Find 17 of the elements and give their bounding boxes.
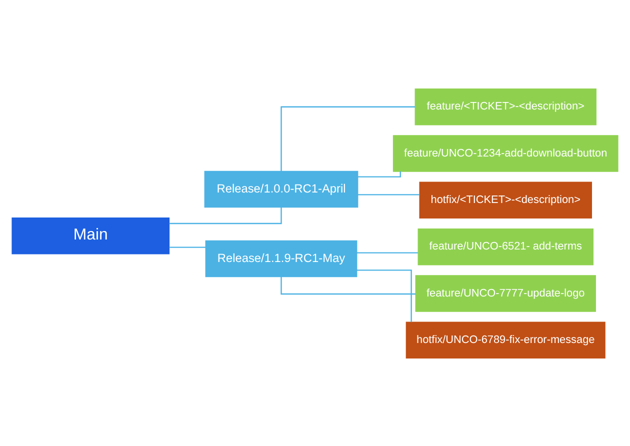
node-box: feature/UNCO-1234-add-download-button xyxy=(392,134,618,172)
connector xyxy=(169,246,206,248)
connector xyxy=(356,252,418,253)
connector xyxy=(280,276,416,294)
node-box: feature/<TICKET>-<description> xyxy=(414,88,596,125)
node-box: Release/1.0.0-RC1-April xyxy=(204,170,358,208)
connector xyxy=(358,194,420,195)
node-box: hotfix/UNCO-6789-fix-error-message xyxy=(406,321,606,358)
node-box: feature/UNCO-6521- add-terms xyxy=(418,228,594,265)
node-box: feature/UNCO-7777-update-logo xyxy=(415,274,596,312)
node-box: Main xyxy=(12,217,170,254)
connector xyxy=(356,269,412,322)
connector xyxy=(169,206,282,224)
node-box: hotfix/<TICKET>-<description> xyxy=(419,181,592,218)
node-box: Release/1.1.9-RC1-May xyxy=(205,240,358,277)
connector xyxy=(358,170,401,177)
connector xyxy=(280,106,415,171)
